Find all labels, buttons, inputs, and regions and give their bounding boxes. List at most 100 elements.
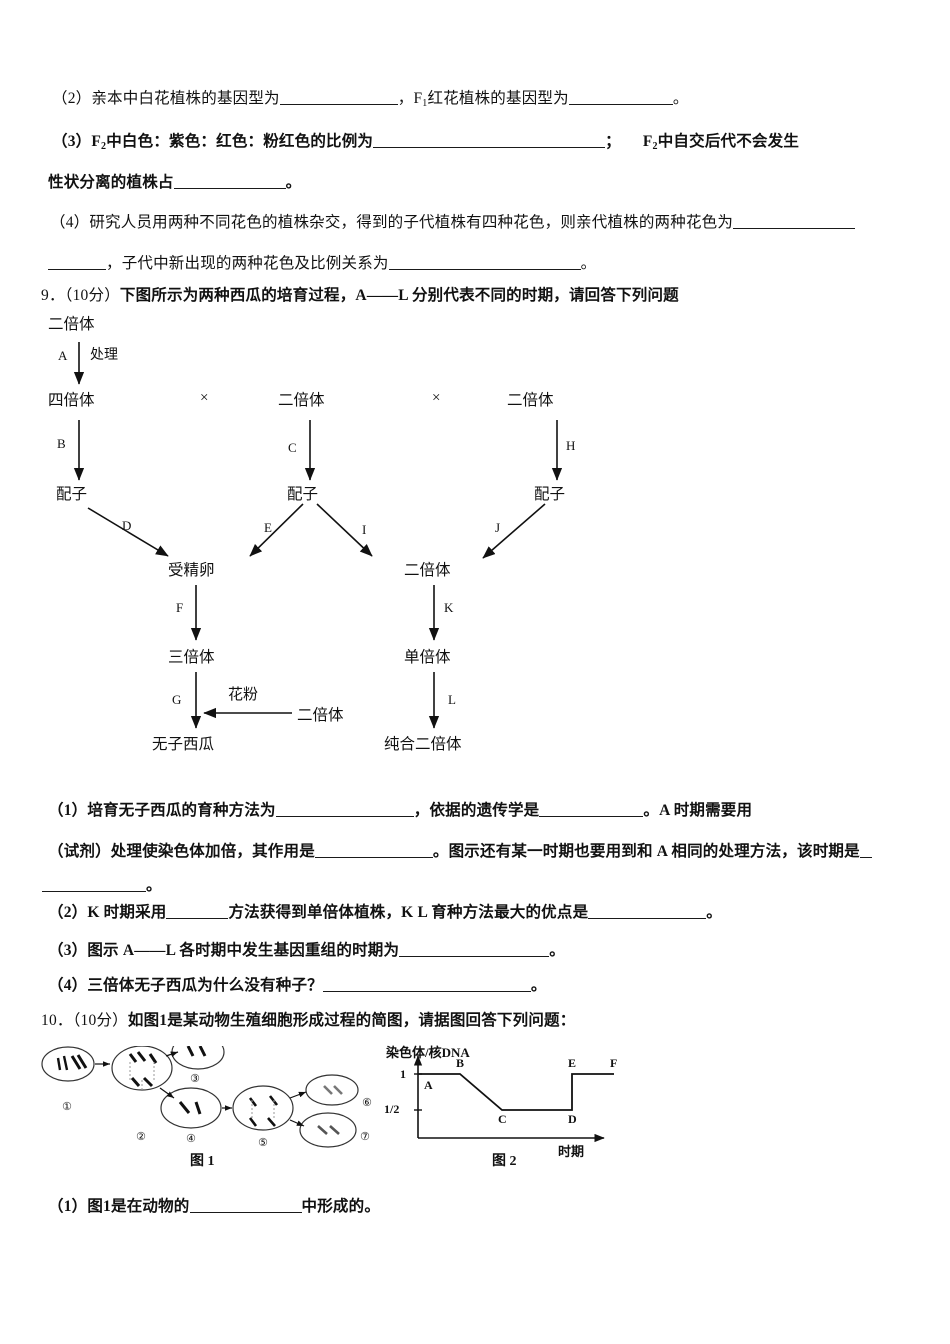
stage-label-k: K [444, 600, 454, 615]
stage-label-d: D [122, 518, 132, 533]
chart-point-f: F [610, 1056, 618, 1070]
node-gamete-mid: 配子 [287, 486, 319, 503]
chart-point-a: A [424, 1078, 433, 1092]
cell-number-1: ① [62, 1100, 72, 1113]
node-diploid-top: 二倍体 [48, 316, 95, 333]
stage-label-e: E [264, 520, 272, 535]
node-diploid-mid: 二倍体 [278, 392, 325, 409]
q9-item2-c: 。 [706, 904, 722, 921]
q9-item1-line2-a: （试剂）处理使染色体加倍，其作用是 [48, 843, 315, 860]
watermelon-breeding-flowchart: 二倍体 A 处理 四倍体 × 二倍体 × 二倍体 B C H 配子 配子 配子 … [0, 300, 700, 780]
flowchart-arrows [73, 342, 563, 729]
q9-item1-line2-b: 。图示还有某一时期也要用到和 A 相同的处理方法，该时期是 [432, 843, 860, 860]
stage-label-f: F [176, 600, 184, 615]
cell-number-7: ⑦ [360, 1130, 370, 1143]
q9-score: （10分） [64, 287, 120, 304]
stage-label-j: J [495, 520, 501, 535]
chart-graphic [413, 1055, 614, 1143]
node-gamete-left: 配子 [56, 486, 88, 503]
q8-item4-line2-end: 。 [580, 255, 597, 272]
q9-item3-a: （3）图示 A——L 各时期中发生基因重组的时期为 [48, 942, 400, 959]
stage-label-l: L [448, 692, 456, 707]
node-haploid: 单倍体 [404, 649, 451, 666]
q9-item1-a: （1）培育无子西瓜的育种方法为 [48, 802, 276, 819]
q8-item3-line2-prefix: 性状分离的植株占 [48, 174, 174, 191]
chart-ytick-half: 1/2 [384, 1102, 400, 1116]
q9-item3: （3）图示 A——L 各时期中发生基因重组的时期为 。 [48, 940, 565, 962]
q8-item3-semi: ； [605, 133, 621, 150]
node-zygote: 受精卵 [168, 562, 215, 579]
q10-stem: 10．（10分）如图1是某动物生殖细胞形成过程的简图，请据图回答下列问题： [41, 1010, 575, 1032]
q9-item4: （4）三倍体无子西瓜为什么没有种子？ 。 [48, 975, 547, 997]
q9-item2: （2）K 时期采用 方法获得到单倍体植株，K L 育种方法最大的优点是 。 [48, 902, 722, 924]
cross-symbol-1: × [200, 390, 209, 406]
q9-item1-b: ，依据的遗传学是 [413, 802, 540, 819]
cell-number-4: ④ [186, 1132, 196, 1145]
q8-item3-text1: 中白色：紫色：红色：粉红色的比例为 [106, 133, 374, 150]
q8-item4-line2: ，子代中新出现的两种花色及比例关系为。 [48, 253, 596, 275]
q10-item1-b: 中形成的。 [301, 1198, 381, 1215]
q8-item3-text3: 中自交后代不会发生 [657, 133, 800, 150]
q9-item3-b: 。 [549, 942, 565, 959]
q9-item1-line3-end: 。 [146, 877, 162, 894]
figure-2-caption: 图 2 [492, 1154, 517, 1169]
stage-label-h: H [566, 438, 576, 453]
chart-xlabel: 时期 [558, 1144, 585, 1159]
stage-label-c: C [288, 440, 297, 455]
q10-item1-a: （1）图1是在动物的 [48, 1198, 190, 1215]
node-pollen-source-diploid: 二倍体 [297, 707, 344, 724]
q8-item4-line1-text: （4）研究人员用两种不同花色的植株杂交，得到的子代植株有四种花色，则亲代植株的两… [50, 214, 734, 231]
chart-point-e: E [568, 1056, 577, 1070]
q9-item1-c: 。A 时期需要用 [643, 802, 753, 819]
node-tetraploid: 四倍体 [48, 392, 95, 409]
annotation-pollen: 花粉 [228, 687, 259, 703]
q8-item3-line2: 性状分离的植株占 。 [48, 172, 301, 194]
q8-item3-line1: （3）F2中白色：紫色：红色：粉红色的比例为；F2中自交后代不会发生 [52, 131, 799, 158]
q9-stem: 9．（10分）下图所示为两种西瓜的培育过程，A——L 分别代表不同的时期，请回答… [41, 285, 679, 307]
cell-number-2: ② [136, 1130, 146, 1143]
q8-item3-prefix: （3）F [52, 133, 102, 150]
q8-item3-text2: F [642, 133, 653, 150]
q8-item2-prefix: （2）亲本中白花植株的基因型为 [52, 90, 280, 107]
q9-item1-line2: （试剂）处理使染色体加倍，其作用是 。图示还有某一时期也要用到和 A 相同的处理方… [48, 841, 872, 863]
q8-item2-sub: 1 [422, 98, 428, 109]
q8-item2: （2）亲本中白花植株的基因型为 ，F1红花植株的基因型为 。 [52, 88, 689, 115]
node-seedless-watermelon: 无子西瓜 [152, 736, 215, 753]
q8-item2-mid: ，F [397, 90, 423, 107]
chart-point-b: B [456, 1056, 465, 1070]
q9-item2-b: 方法获得到单倍体植株，K L 育种方法最大的优点是 [228, 904, 589, 921]
node-diploid-lower: 二倍体 [404, 562, 451, 579]
stage-label-g: G [172, 692, 182, 707]
q8-item3-sub2: 2 [652, 141, 658, 152]
node-gamete-right: 配子 [534, 486, 566, 503]
q8-item2-mid2: 红花植株的基因型为 [427, 90, 569, 107]
q8-item2-end: 。 [672, 90, 689, 107]
q9-item4-a: （4）三倍体无子西瓜为什么没有种子？ [48, 977, 323, 994]
stage-label-b: B [57, 436, 66, 451]
chart-ylabel: 染色体/核DNA [386, 1045, 470, 1060]
cell-number-3: ③ [190, 1072, 200, 1085]
q10-score: （10分） [72, 1012, 128, 1029]
node-diploid-right: 二倍体 [507, 392, 554, 409]
figure-1-graphic [41, 1034, 359, 1148]
q9-stem-text: 下图所示为两种西瓜的培育过程，A——L 分别代表不同的时期，请回答下列问题 [119, 287, 679, 304]
q9-item2-a: （2）K 时期采用 [48, 904, 167, 921]
stage-label-a: A [58, 348, 68, 363]
q10-number: 10． [41, 1012, 73, 1029]
q9-item1-line3: 。 [42, 875, 162, 897]
annotation-treatment: 处理 [90, 348, 118, 363]
q10-item1: （1）图1是在动物的 中形成的。 [48, 1196, 380, 1218]
stage-label-i: I [362, 522, 367, 537]
chart-point-d: D [568, 1112, 577, 1126]
q10-stem-text: 如图1是某动物生殖细胞形成过程的简图，请据图回答下列问题： [127, 1012, 576, 1029]
q9-item4-b: 。 [530, 977, 547, 994]
q8-item3-line2-end: 。 [285, 174, 302, 191]
chart-point-c: C [498, 1112, 507, 1126]
node-triploid: 三倍体 [168, 649, 215, 666]
q9-item1-line1: （1）培育无子西瓜的育种方法为 ，依据的遗传学是 。A 时期需要用 [48, 800, 752, 822]
q9-number: 9． [41, 287, 65, 304]
cell-number-6: ⑥ [362, 1096, 372, 1109]
chart-ytick-1: 1 [400, 1067, 406, 1081]
figure-2-chart: 染色体/核DNA 1 1/2 A B C D E F 时期 图 2 [382, 1042, 632, 1169]
